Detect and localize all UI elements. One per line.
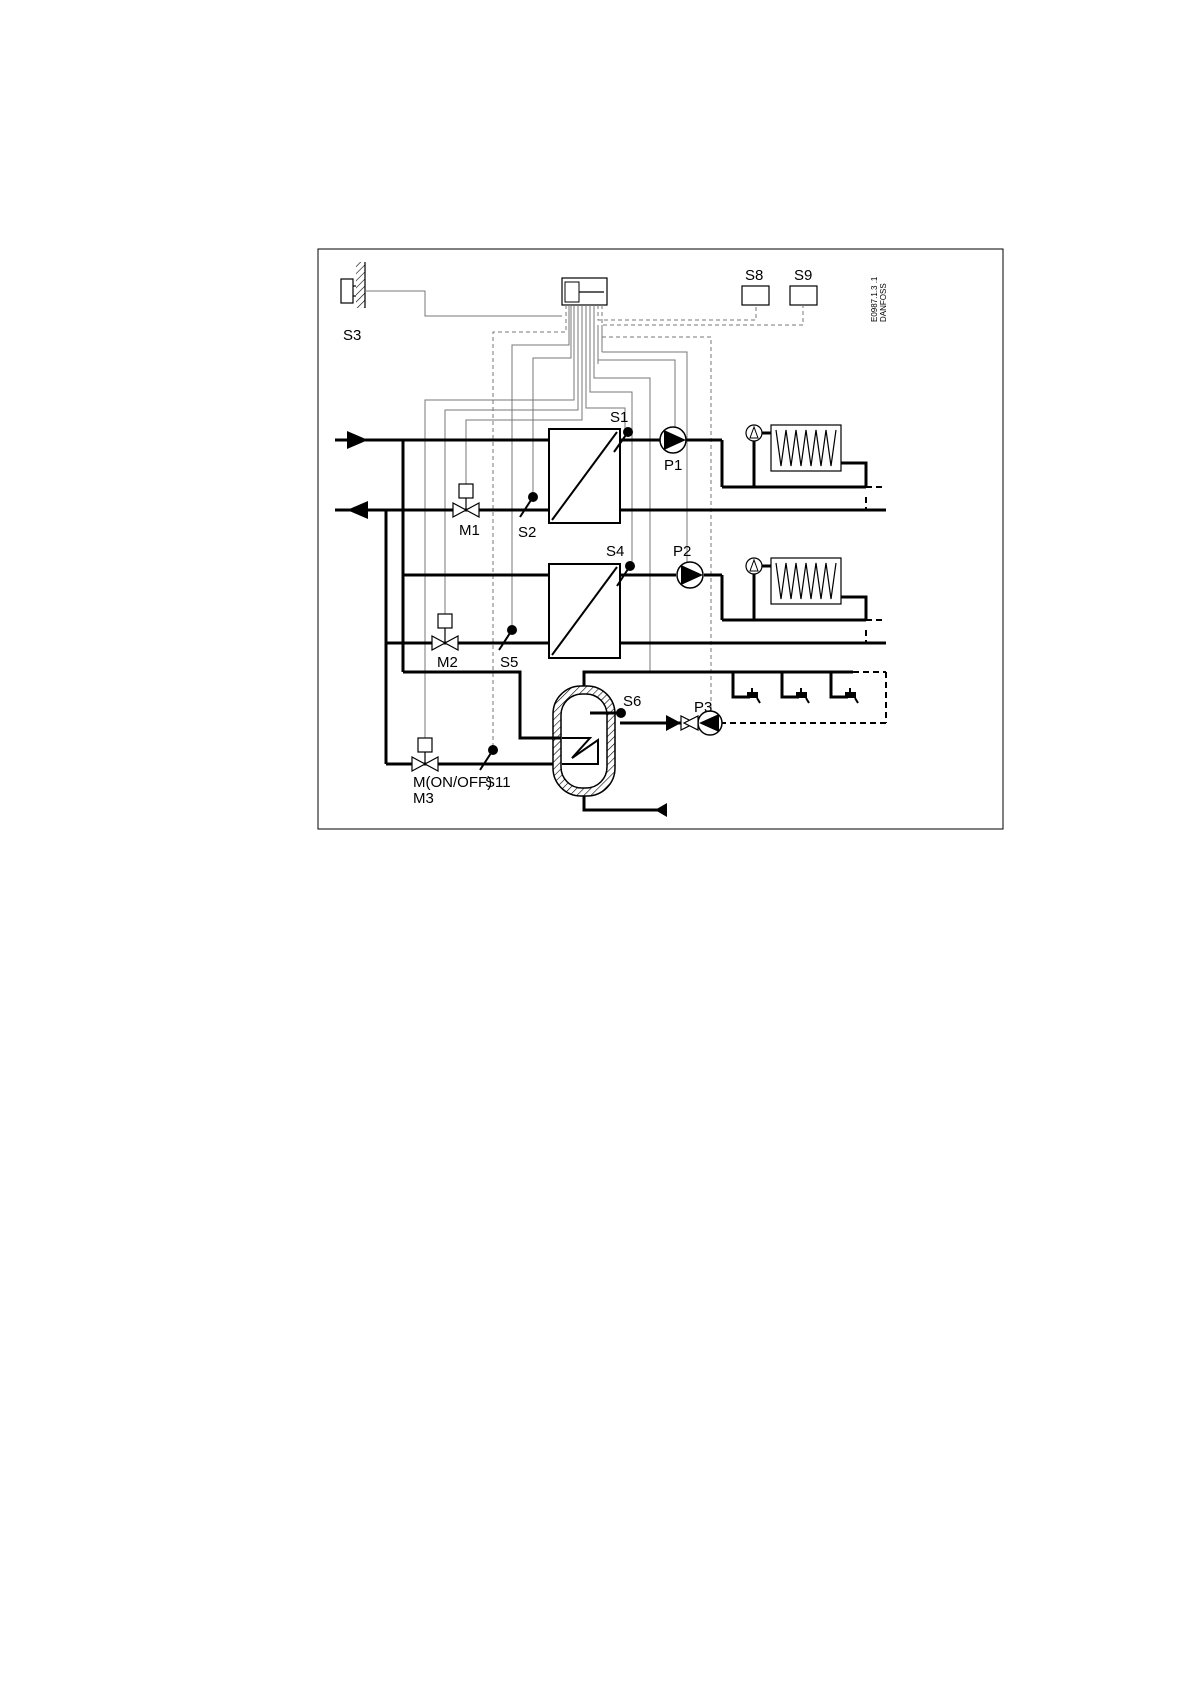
label-s6: S6 [623,693,641,710]
hot-water-tank [553,686,620,796]
label-m2: M2 [437,654,458,671]
tap-2 [796,688,809,703]
radiator-1 [746,425,841,471]
heat-exchanger-1 [549,429,620,523]
svg-text:E0987.1.3 .1: E0987.1.3 .1 [870,276,879,322]
sensor-s11 [480,745,498,770]
motor-valve-m2 [432,614,458,650]
label-s8: S8 [745,267,763,284]
check-valve-p3 [681,716,698,730]
remote-unit-s8 [742,286,769,305]
label-m1: M1 [459,522,480,539]
remote-unit-s9 [790,286,817,305]
sensor-s2 [520,492,538,517]
controller-unit [562,278,607,305]
motor-valve-m3 [412,738,438,771]
label-p3: P3 [694,699,712,716]
heat-exchanger-2 [549,564,620,658]
label-p1: P1 [664,457,682,474]
outdoor-sensor [341,262,365,308]
return-arrow [347,501,368,519]
svg-text:DANFOSS: DANFOSS [879,283,888,322]
drawing-code: E0987.1.3 .1 DANFOSS [870,276,888,322]
label-s9: S9 [794,267,812,284]
supply-arrow [347,431,368,449]
label-p2: P2 [673,543,691,560]
pump-p1 [660,427,686,453]
radiator-2 [746,558,841,604]
sensor-s5 [499,625,517,650]
cold-water-arrow [655,803,667,817]
check-arrow [666,715,681,731]
tap-1 [747,688,760,703]
label-s11: S11 [485,774,511,791]
tap-3 [845,688,858,703]
label-s4: S4 [606,543,624,560]
label-m3-mode: M(ON/OFF) [413,774,492,791]
label-s1: S1 [610,409,628,426]
outdoor-sensor-label: S3 [343,327,361,344]
label-m3: M3 [413,790,434,807]
pump-p2 [677,562,703,588]
motor-valve-m1 [453,484,479,517]
label-s2: S2 [518,524,536,541]
label-s5: S5 [500,654,518,671]
